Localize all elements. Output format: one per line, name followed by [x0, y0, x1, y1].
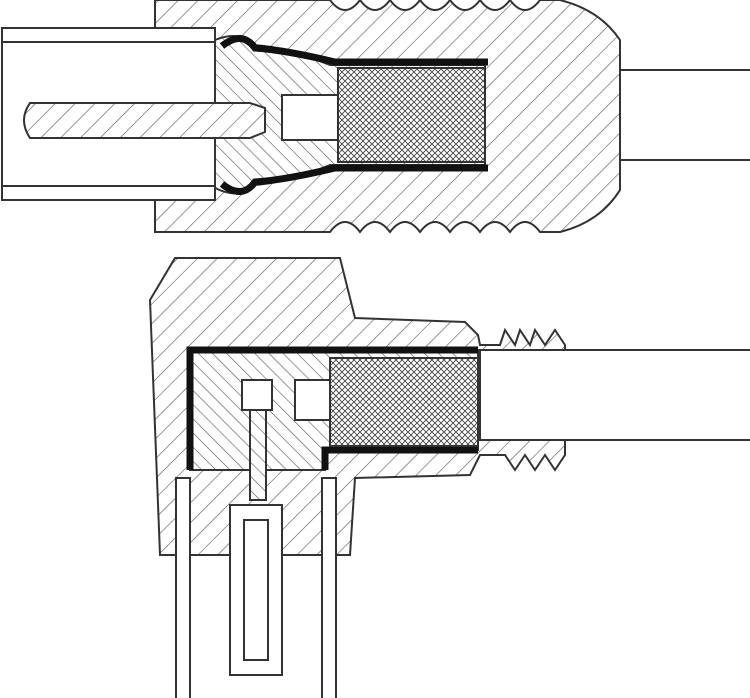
straight-connector: [1, 0, 750, 234]
cable-braid: [337, 67, 486, 163]
shield-liner: [219, 35, 488, 195]
cable: [619, 69, 750, 161]
center-contact: [241, 379, 273, 411]
right-angle-connector: [148, 257, 750, 698]
cable-braid: [329, 357, 479, 447]
center-pin: [229, 504, 283, 676]
cable-dielectric: [281, 94, 339, 141]
center-pin: [23, 102, 266, 139]
center-contact-stem: [249, 409, 267, 501]
cable: [479, 349, 750, 441]
shield-liner: [186, 346, 478, 470]
mounting-legs: [175, 477, 337, 698]
cable-dielectric: [294, 379, 331, 421]
